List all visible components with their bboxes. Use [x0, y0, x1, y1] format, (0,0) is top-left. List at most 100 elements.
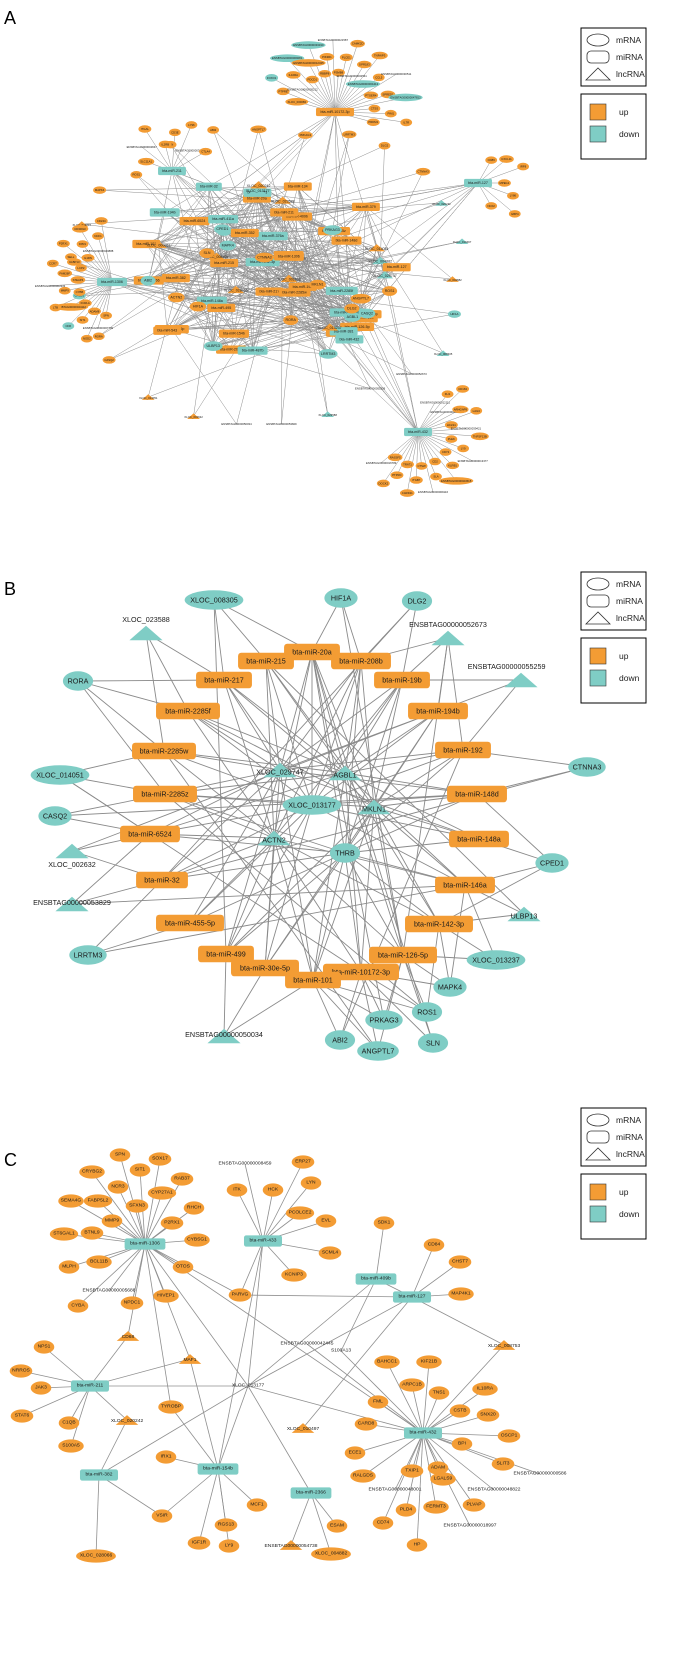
edge	[326, 56, 336, 113]
node-ensbtag00000007799-label: ENSBTAG00000007799	[83, 326, 114, 330]
legend-lncrna-label: lncRNA	[616, 1149, 645, 1159]
node-bta-mir-10172-3p	[322, 963, 400, 981]
legend-triangle-icon	[585, 1147, 611, 1161]
node-hif1a-label: HIF1A	[331, 594, 352, 603]
node-ly86-label: LY86	[510, 194, 517, 198]
edge	[158, 244, 270, 292]
edge	[281, 292, 295, 424]
node-bta-mir-1306-label: bta-miR-1306	[101, 280, 123, 284]
edge	[312, 806, 375, 981]
node-ensbtag00000005688-label: ENSBTAG00000005688	[83, 1288, 136, 1294]
edge	[108, 1243, 146, 1292]
node-ensbtag00000055259	[504, 672, 538, 688]
edge	[344, 772, 362, 973]
node-steap4-label: STEAP4	[73, 278, 84, 282]
node-ptger4-label: PTGER4	[365, 93, 377, 97]
node-ensbtag00000004412-label: ENSBTAG00000004412	[348, 82, 379, 86]
edge	[89, 1385, 128, 1421]
panel-a: A HIF1AXLOC_008305ENSBTAG00000052673ENSB…	[4, 8, 529, 497]
node-cybb	[73, 288, 86, 296]
edge	[311, 679, 403, 806]
node-ncf1	[92, 232, 104, 240]
edge	[149, 769, 281, 835]
node-bta-mir-2285w	[132, 742, 196, 760]
node-bta-mir-352-label: bta-miR-352	[235, 231, 255, 235]
node-cd163-label: CD163	[458, 387, 467, 391]
node-bta-mir-148d	[447, 785, 507, 803]
node-il7r-label: IL7R	[403, 120, 409, 124]
node-cd84-label: CD84	[428, 1242, 441, 1248]
edge	[262, 1189, 274, 1242]
edge	[340, 1350, 424, 1434]
node-il7r	[400, 118, 413, 127]
edge	[171, 319, 291, 330]
edge	[380, 145, 385, 261]
edge	[417, 431, 473, 462]
edge	[360, 971, 379, 1052]
edge	[70, 281, 113, 308]
node-cd68-label: CD68	[122, 1334, 135, 1340]
node-bta-mir-101-label: bta-miR-101	[136, 242, 156, 246]
edge	[283, 212, 331, 328]
node-xloc-008305	[184, 590, 244, 610]
node-rora-label: RORA	[95, 334, 103, 338]
node-lyn	[300, 1176, 322, 1190]
edge	[194, 182, 479, 222]
edge	[148, 280, 361, 299]
edge	[373, 749, 464, 808]
node-xloc-013177-label: XLOC_013177	[232, 1383, 265, 1389]
node-bta-mir-487b-label: bta-miR-487b	[242, 349, 264, 353]
node-bta-mir-433	[243, 1235, 283, 1247]
node-xloc-013177	[249, 186, 266, 194]
edge	[223, 679, 346, 774]
node-bta-mir-211	[70, 1380, 110, 1392]
edge	[360, 206, 367, 299]
node-bta-mir-215	[238, 652, 294, 670]
edge	[208, 186, 225, 232]
node-steap4	[70, 276, 86, 284]
node-bta-mir-2285f-label: bta-miR-2285f	[165, 707, 211, 716]
node-nod2	[80, 334, 93, 343]
node-ly9-label: LY9	[225, 1543, 234, 1549]
edge	[332, 40, 336, 113]
node-xloc-020242-label: XLOC_020242	[432, 202, 451, 206]
edge	[216, 206, 366, 257]
node-ccl5	[372, 73, 385, 82]
node-bta-mir-215-label: bta-miR-215	[214, 261, 234, 265]
edge	[438, 923, 451, 988]
edge	[297, 186, 328, 415]
node-lyn-label: LYN	[306, 1180, 316, 1186]
edge	[438, 862, 553, 925]
node-mpeg1-label: MPEG1	[500, 181, 510, 185]
node-xloc-004882	[311, 1547, 351, 1561]
node-bta-mir-376a	[257, 231, 288, 241]
node-plvap	[462, 1498, 486, 1512]
node-bta-mir-20a-label: bta-miR-20a	[247, 196, 267, 200]
edge	[239, 1294, 413, 1298]
node-tyrobp	[158, 1400, 184, 1414]
node-bcl11b	[86, 1255, 112, 1269]
node-erp27-label: ERP27	[295, 1159, 311, 1165]
node-bta-mir-2285z	[133, 785, 197, 803]
edge	[212, 219, 224, 347]
edge	[334, 111, 353, 318]
node-mcf1-label: MCF1	[250, 1502, 264, 1508]
edge	[189, 837, 275, 924]
node-bta-mir-208b-label: bta-miR-208b	[339, 657, 383, 666]
node-bta-mir-376a-label: bta-miR-376a	[262, 234, 284, 238]
node-abi2	[140, 275, 156, 286]
edge	[108, 247, 377, 361]
node-xloc-023588	[274, 196, 291, 204]
edge	[464, 884, 497, 961]
edge	[334, 64, 365, 113]
node-pcolce2	[285, 1206, 315, 1220]
node-dock2-label: DOCK2	[379, 481, 389, 485]
node-ptpre-label: PTPRE	[278, 89, 287, 93]
node-bta-mir-208b	[331, 652, 391, 670]
node-ulbp13-label: ULBP13	[69, 260, 80, 264]
node-ros1	[382, 286, 398, 296]
node-bta-mir-211-label: bta-miR-211	[274, 210, 294, 214]
node-ros1	[411, 1002, 443, 1022]
node-rora	[283, 315, 299, 326]
